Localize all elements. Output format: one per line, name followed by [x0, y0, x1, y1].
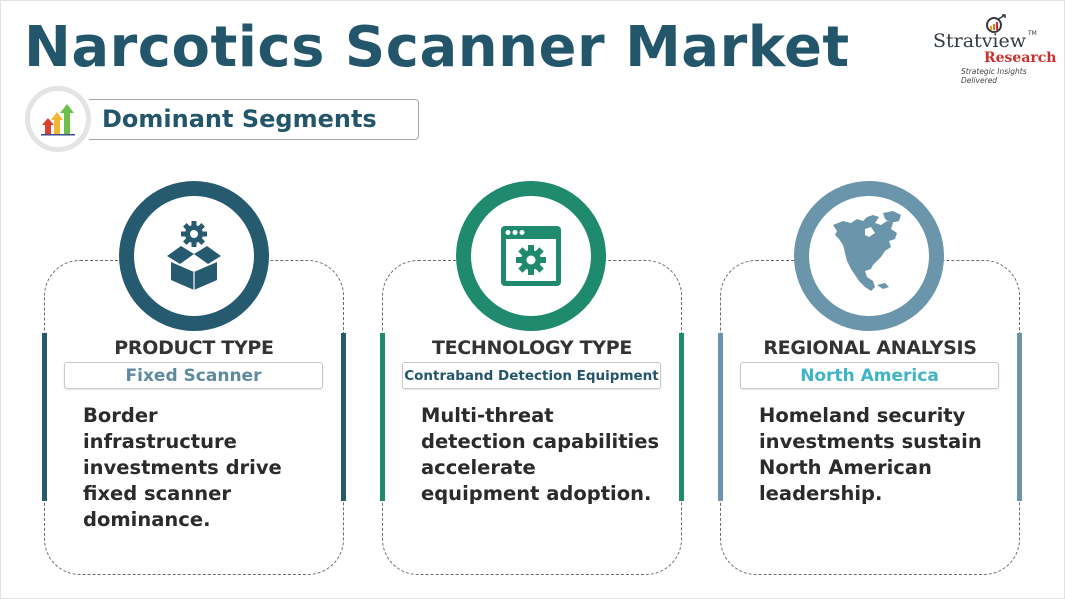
section-label: Dominant Segments [102, 105, 377, 133]
card-accent-bar-left [380, 333, 385, 501]
card-accent-bar-right [341, 333, 346, 501]
technology-icon-ring [456, 181, 606, 331]
stratview-logo: Stratview TM Research Strategic Insights… [925, 10, 1057, 85]
card-accent-bar-left [42, 333, 47, 501]
segment-value-pill: Fixed Scanner [64, 362, 323, 389]
description-line: equipment adoption. [421, 482, 652, 505]
logo-trademark: TM [1028, 30, 1037, 37]
section-badge: Dominant Segments [25, 86, 420, 152]
segment-description: Homeland security investments sustain No… [759, 403, 982, 507]
box-gear-icon [167, 221, 221, 290]
magnifier-chart-icon [986, 14, 1006, 33]
description-line: Homeland security [759, 404, 966, 427]
segment-value-pill: Contraband Detection Equipment [402, 362, 661, 389]
product-icon-ring [119, 181, 269, 331]
logo-subbrand: Research [984, 50, 1057, 66]
logo-brand: Stratview [933, 30, 1027, 52]
description-line: accelerate [421, 456, 536, 479]
segment-value-pill: North America [740, 362, 999, 389]
description-line: Border [83, 404, 158, 427]
section-icon-circle [25, 86, 91, 152]
description-line: investments drive [83, 456, 282, 479]
logo-tagline: Strategic Insights Delivered [961, 67, 1027, 85]
card-accent-bar-right [1017, 333, 1022, 501]
description-line: investments sustain [759, 430, 982, 453]
description-line: dominance. [83, 508, 211, 531]
segment-description: Border infrastructure investments drive … [83, 403, 282, 533]
description-line: North American [759, 456, 932, 479]
browser-gear-icon [501, 226, 561, 286]
description-line: Multi-threat [421, 404, 554, 427]
card-accent-bar-right [679, 333, 684, 501]
description-line: detection capabilities [421, 430, 660, 453]
description-line: fixed scanner [83, 482, 231, 505]
page-title: Narcotics Scanner Market [24, 15, 850, 80]
segment-heading: REGIONAL ANALYSIS [763, 337, 977, 359]
card-accent-bar-left [718, 333, 723, 501]
description-line: infrastructure [83, 430, 237, 453]
growth-arrows-icon [41, 104, 75, 136]
segment-description: Multi-threat detection capabilities acce… [421, 403, 659, 507]
regional-icon-ring [794, 181, 944, 331]
north-america-map-icon [833, 211, 901, 291]
segment-heading: TECHNOLOGY TYPE [431, 337, 633, 359]
description-line: leadership. [759, 482, 883, 505]
section-label-box [89, 99, 419, 140]
segment-heading: PRODUCT TYPE [114, 337, 274, 359]
